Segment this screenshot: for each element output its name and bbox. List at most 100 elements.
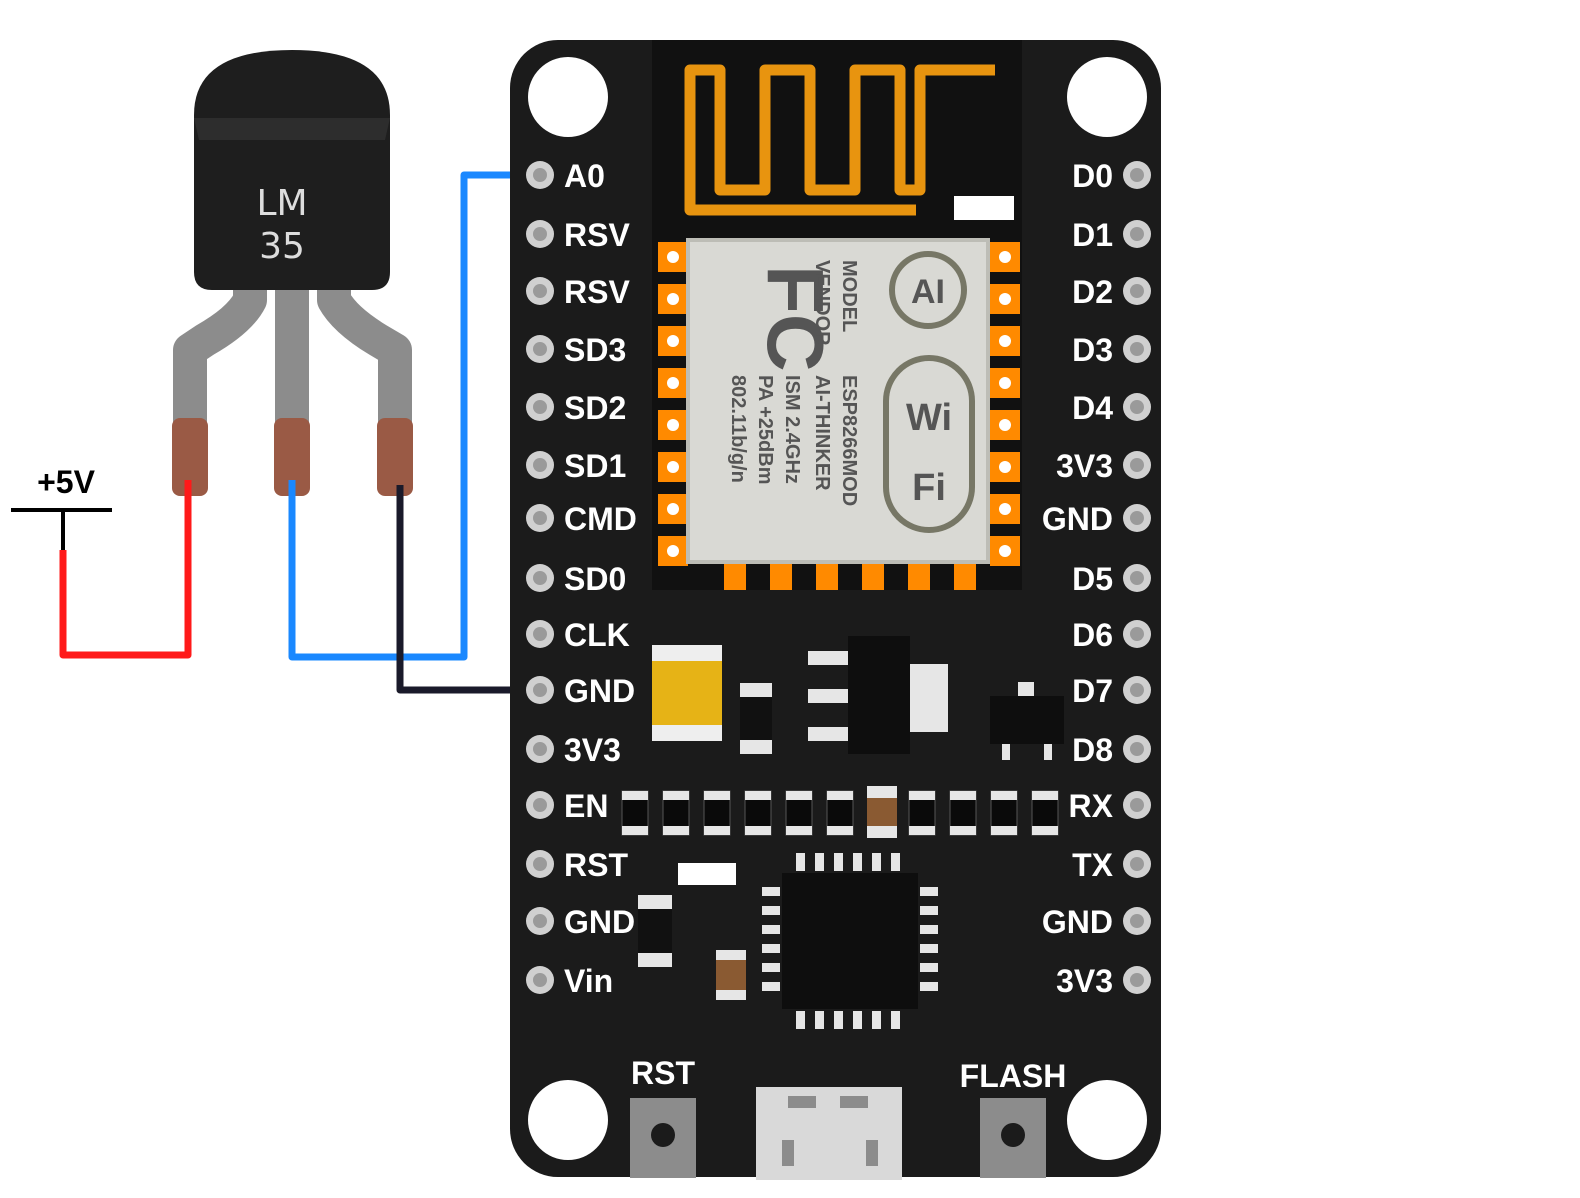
smd-part-cap <box>1032 826 1058 835</box>
smd-capacitor-left <box>638 895 672 967</box>
right-pin-label: TX <box>1072 847 1114 883</box>
chip-pin <box>834 853 843 871</box>
smd-part-cap <box>867 826 897 838</box>
module-silkscreen: FC MODEL VENDOR ESP8266MOD AI-THINKER IS… <box>727 260 860 506</box>
module-pad-hole <box>667 461 679 473</box>
module-model-label: MODEL <box>838 260 860 332</box>
pin-hole <box>1130 683 1144 697</box>
smd-row <box>621 786 1059 838</box>
module-pad-hole <box>667 419 679 431</box>
sensor-lead-tip-right <box>377 418 413 496</box>
pin-hole <box>533 227 547 241</box>
svg-text:AI: AI <box>911 273 945 311</box>
smd-part-cap <box>950 791 976 800</box>
left-pin-label: 3V3 <box>564 732 621 768</box>
left-pin-a0-0[interactable]: A0 <box>526 158 605 194</box>
pin-hole <box>1130 342 1144 356</box>
smd-part-cap <box>867 786 897 798</box>
left-pin-label: GND <box>564 673 635 709</box>
right-pin-d2-2[interactable]: D2 <box>1072 274 1151 310</box>
sot23-transistor <box>990 682 1064 760</box>
left-pin-rst-12[interactable]: RST <box>526 847 628 883</box>
right-pin-d1-1[interactable]: D1 <box>1072 217 1151 253</box>
smd-capacitor-brown <box>716 950 746 1000</box>
flash-button[interactable] <box>980 1098 1046 1178</box>
chip-pin <box>762 925 780 934</box>
left-pin-vin-14[interactable]: Vin <box>526 963 613 999</box>
smd-part-cap <box>950 826 976 835</box>
pin-hole <box>533 914 547 928</box>
left-pin-3v3-10[interactable]: 3V3 <box>526 732 621 768</box>
right-pin-label: D8 <box>1072 732 1113 768</box>
pin-hole <box>533 683 547 697</box>
right-pin-3v3-14[interactable]: 3V3 <box>1056 963 1151 999</box>
usb-serial-chip <box>782 873 918 1009</box>
left-pin-sd0-7[interactable]: SD0 <box>526 561 626 597</box>
module-standard: 802.11b/g/n <box>727 375 749 483</box>
module-bottom-pad <box>770 564 792 590</box>
left-pin-sd1-5[interactable]: SD1 <box>526 448 626 484</box>
left-pin-rsv-2[interactable]: RSV <box>526 274 630 310</box>
smd-part-cap <box>704 791 730 800</box>
module-pad-hole <box>999 335 1011 347</box>
pin-hole <box>533 342 547 356</box>
rst-button[interactable] <box>630 1098 696 1178</box>
left-pin-gnd-13[interactable]: GND <box>526 904 635 940</box>
left-pin-en-11[interactable]: EN <box>526 788 608 824</box>
right-pin-d6-8[interactable]: D6 <box>1072 617 1151 653</box>
pin-hole <box>1130 742 1144 756</box>
chip-pin <box>920 887 938 896</box>
smd-part-cap <box>704 826 730 835</box>
pin-hole <box>1130 973 1144 987</box>
chip-pin <box>891 853 900 871</box>
right-pin-d3-3[interactable]: D3 <box>1072 332 1151 368</box>
module-pads-left <box>658 242 688 566</box>
right-pin-d5-7[interactable]: D5 <box>1072 561 1151 597</box>
right-pin-gnd-6[interactable]: GND <box>1042 501 1151 537</box>
pin-hole <box>533 973 547 987</box>
sensor-lead-right <box>317 283 412 490</box>
pin-hole <box>1130 168 1144 182</box>
left-pin-label: GND <box>564 904 635 940</box>
pin-hole <box>1130 571 1144 585</box>
sensor-lead-tip-left <box>172 418 208 496</box>
left-pin-sd2-4[interactable]: SD2 <box>526 390 626 426</box>
right-pin-d0-0[interactable]: D0 <box>1072 158 1151 194</box>
left-pin-rsv-1[interactable]: RSV <box>526 217 630 253</box>
right-pin-label: RX <box>1069 788 1114 824</box>
module-pads-bottom <box>724 564 976 590</box>
module-pad-hole <box>667 545 679 557</box>
sensor-body-flat <box>194 118 390 140</box>
svg-text:Wi: Wi <box>906 397 952 439</box>
chip-pin <box>853 853 862 871</box>
right-pin-d7-9[interactable]: D7 <box>1072 673 1151 709</box>
chip-pin <box>872 1011 881 1029</box>
mount-hole-top-right <box>1067 57 1147 137</box>
right-pin-tx-12[interactable]: TX <box>1072 847 1151 883</box>
module-pad-hole <box>667 251 679 263</box>
supply-label: +5V <box>37 464 95 500</box>
module-pad-hole <box>667 503 679 515</box>
right-pin-d8-10[interactable]: D8 <box>1072 732 1151 768</box>
chip-pin <box>762 963 780 972</box>
right-pin-rx-11[interactable]: RX <box>1069 788 1151 824</box>
left-pin-clk-8[interactable]: CLK <box>526 617 630 653</box>
right-pin-3v3-5[interactable]: 3V3 <box>1056 448 1151 484</box>
module-bottom-pad <box>954 564 976 590</box>
right-pin-d4-4[interactable]: D4 <box>1072 390 1151 426</box>
svg-text:Fi: Fi <box>912 467 946 509</box>
right-pin-gnd-13[interactable]: GND <box>1042 904 1151 940</box>
pin-hole <box>1130 458 1144 472</box>
left-pin-cmd-6[interactable]: CMD <box>526 501 637 537</box>
micro-usb-port[interactable] <box>756 1087 902 1180</box>
smd-part-cap <box>827 791 853 800</box>
left-pin-sd3-3[interactable]: SD3 <box>526 332 626 368</box>
pin-hole <box>1130 914 1144 928</box>
wire-signal <box>288 171 540 661</box>
chip-pin <box>762 906 780 915</box>
left-pin-gnd-9[interactable]: GND <box>526 673 635 709</box>
chip-pin <box>815 853 824 871</box>
smd-part-cap <box>909 826 935 835</box>
